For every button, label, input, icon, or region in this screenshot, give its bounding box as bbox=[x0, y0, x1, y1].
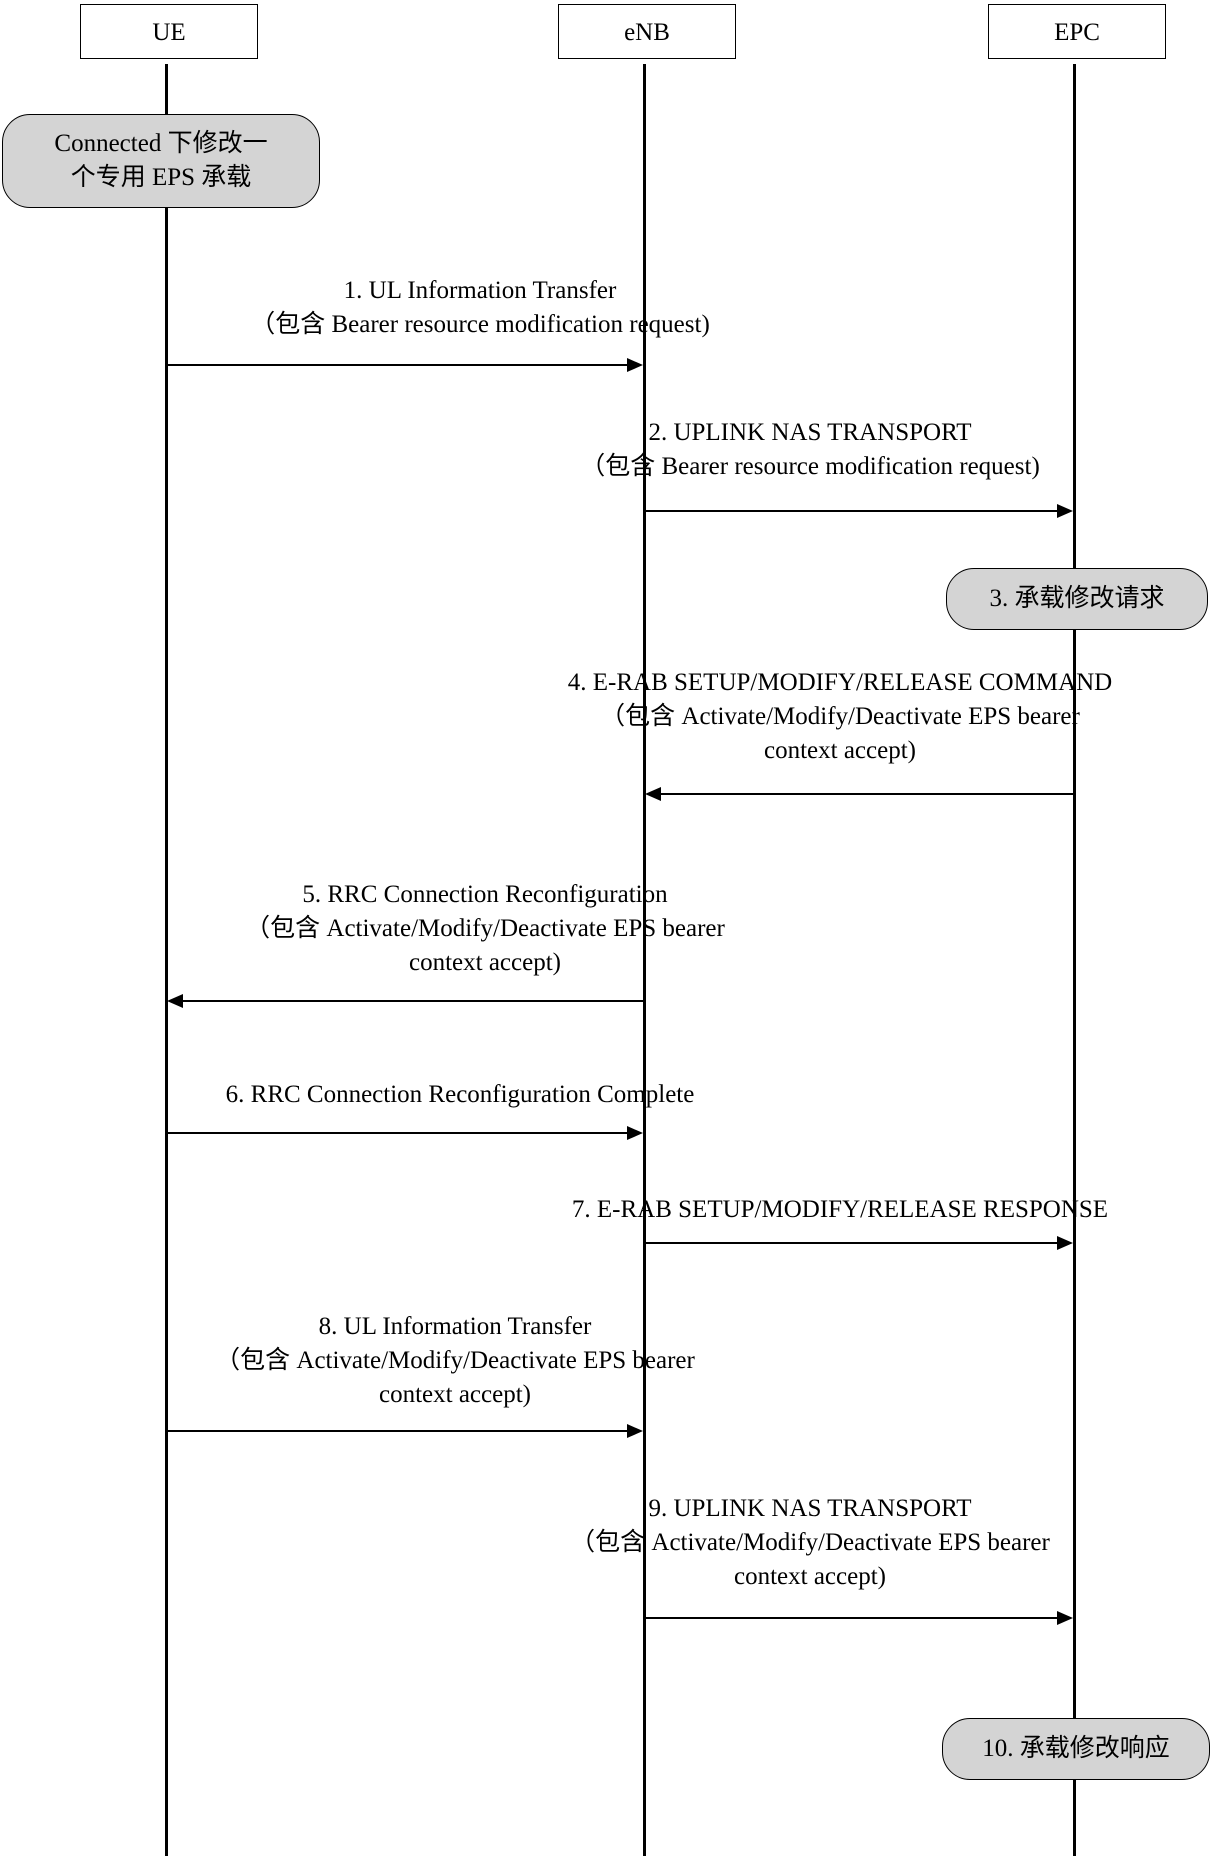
msg-8-arrow-line bbox=[167, 1430, 627, 1432]
msg-8-line3: context accept) bbox=[379, 1381, 531, 1408]
lifeline-box-enb: eNB bbox=[558, 4, 736, 59]
msg-4-line1: 4. E-RAB SETUP/MODIFY/RELEASE COMMAND bbox=[567, 669, 1113, 696]
note-bearer-modify-response-text: 10. 承载修改响应 bbox=[982, 1735, 1170, 1762]
msg-2-line1: 2. UPLINK NAS TRANSPORT bbox=[648, 419, 972, 446]
msg-5-line3: context accept) bbox=[409, 949, 561, 976]
msg-4-line3: context accept) bbox=[764, 737, 916, 764]
msg-7-line1: 7. E-RAB SETUP/MODIFY/RELEASE RESPONSE bbox=[571, 1196, 1109, 1223]
msg-4-line2: （包含 Activate/Modify/Deactivate EPS beare… bbox=[600, 703, 1080, 730]
msg-9-arrow-line bbox=[645, 1617, 1057, 1619]
msg-9-arrow-head bbox=[1057, 1611, 1073, 1625]
msg-8-line1: 8. UL Information Transfer bbox=[318, 1313, 592, 1340]
msg-9-line1: 9. UPLINK NAS TRANSPORT bbox=[648, 1495, 972, 1522]
msg-7-arrow-head bbox=[1057, 1236, 1073, 1250]
msg-2-arrow-line bbox=[645, 510, 1057, 512]
msg-8-line2: （包含 Activate/Modify/Deactivate EPS beare… bbox=[215, 1347, 695, 1374]
msg-1-line1: 1. UL Information Transfer bbox=[343, 277, 617, 304]
msg-1-arrow-head bbox=[627, 358, 643, 372]
lifeline-line-enb bbox=[643, 64, 646, 1856]
lifeline-line-epc bbox=[1073, 64, 1076, 1856]
note-bearer-modify-request-text: 3. 承载修改请求 bbox=[989, 585, 1165, 612]
msg-9-label: 9. UPLINK NAS TRANSPORT （包含 Activate/Mod… bbox=[460, 1492, 1160, 1594]
msg-6-line1: 6. RRC Connection Reconfiguration Comple… bbox=[225, 1081, 695, 1108]
msg-8-arrow-head bbox=[627, 1424, 643, 1438]
msg-7-label: 7. E-RAB SETUP/MODIFY/RELEASE RESPONSE bbox=[490, 1193, 1190, 1227]
msg-1-arrow-line bbox=[167, 364, 627, 366]
msg-4-arrow-head bbox=[645, 787, 661, 801]
msg-7-arrow-line bbox=[645, 1242, 1057, 1244]
msg-4-arrow-line bbox=[661, 793, 1073, 795]
msg-5-arrow-line bbox=[183, 1000, 645, 1002]
msg-2-arrow-head bbox=[1057, 504, 1073, 518]
msg-6-arrow-line bbox=[167, 1132, 627, 1134]
msg-1-label: 1. UL Information Transfer （包含 Bearer re… bbox=[140, 274, 820, 342]
msg-9-line2: （包含 Activate/Modify/Deactivate EPS beare… bbox=[570, 1529, 1050, 1556]
msg-9-line3: context accept) bbox=[734, 1563, 886, 1590]
note-connected-modify-line2: 个专用 EPS 承载 bbox=[70, 164, 252, 191]
msg-5-arrow-head bbox=[167, 994, 183, 1008]
lifeline-line-ue bbox=[165, 64, 168, 1856]
msg-5-line2: （包含 Activate/Modify/Deactivate EPS beare… bbox=[245, 915, 725, 942]
lifeline-box-ue: UE bbox=[80, 4, 258, 59]
note-bearer-modify-request: 3. 承载修改请求 bbox=[946, 568, 1208, 630]
note-connected-modify: Connected 下修改一 个专用 EPS 承载 bbox=[2, 114, 320, 208]
note-connected-modify-line1: Connected 下修改一 bbox=[54, 130, 268, 157]
msg-2-label: 2. UPLINK NAS TRANSPORT （包含 Bearer resou… bbox=[465, 416, 1155, 484]
msg-5-line1: 5. RRC Connection Reconfiguration bbox=[302, 881, 668, 908]
msg-8-label: 8. UL Information Transfer （包含 Activate/… bbox=[110, 1310, 800, 1412]
msg-6-label: 6. RRC Connection Reconfiguration Comple… bbox=[120, 1078, 800, 1112]
msg-6-arrow-head bbox=[627, 1126, 643, 1140]
msg-2-line2: （包含 Bearer resource modification request… bbox=[580, 453, 1040, 480]
msg-4-label: 4. E-RAB SETUP/MODIFY/RELEASE COMMAND （包… bbox=[480, 666, 1200, 768]
lifeline-box-epc: EPC bbox=[988, 4, 1166, 59]
msg-5-label: 5. RRC Connection Reconfiguration （包含 Ac… bbox=[140, 878, 830, 980]
note-bearer-modify-response: 10. 承载修改响应 bbox=[942, 1718, 1210, 1780]
msg-1-line2: （包含 Bearer resource modification request… bbox=[250, 311, 710, 338]
